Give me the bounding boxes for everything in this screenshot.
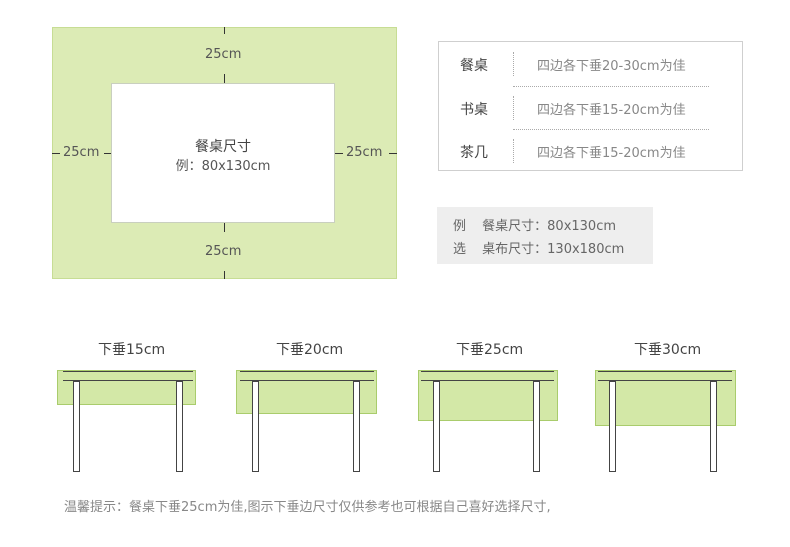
table-size-example: 例：80x130cm xyxy=(175,159,271,174)
table-size-title: 餐桌尺寸 xyxy=(195,139,251,155)
example-box: 例 餐桌尺寸：80x130cm 选 桌布尺寸：130x180cm xyxy=(437,207,653,264)
table-top-edge xyxy=(240,371,374,372)
table-title: 下垂30cm xyxy=(634,342,702,358)
info-row: 书桌 四边各下垂15-20cm为佳 xyxy=(439,86,742,129)
example-key: 选 xyxy=(453,242,467,257)
table-top-edge xyxy=(240,380,374,381)
left-tick-inner xyxy=(104,153,111,154)
example-text: 桌布尺寸：130x180cm xyxy=(482,242,625,257)
table-leg xyxy=(433,381,440,472)
tablecloth-size-diagram: 25cm 25cm 25cm 25cm 餐桌尺寸 例：80x130cm xyxy=(0,0,420,300)
divider xyxy=(513,96,514,120)
info-row-value: 四边各下垂15-20cm为佳 xyxy=(537,103,686,118)
table-leg xyxy=(73,381,80,472)
example-key: 例 xyxy=(453,219,467,234)
table-top-edge xyxy=(63,380,193,381)
table-leg xyxy=(176,381,183,472)
table-top-edge xyxy=(598,371,732,372)
table-top-edge xyxy=(598,380,732,381)
info-row-label: 书桌 xyxy=(460,102,488,118)
info-row: 餐桌 四边各下垂20-30cm为佳 xyxy=(439,42,742,85)
bottom-tick-upper xyxy=(224,223,225,232)
top-dimension: 25cm xyxy=(205,47,242,62)
right-dimension: 25cm xyxy=(346,145,383,160)
top-tick-lower xyxy=(224,74,225,83)
table-leg xyxy=(533,381,540,472)
info-row-value: 四边各下垂20-30cm为佳 xyxy=(537,59,686,74)
table-leg xyxy=(710,381,717,472)
tip-text: 温馨提示：餐桌下垂25cm为佳,图示下垂边尺寸仅供参考也可根据自己喜好选择尺寸, xyxy=(64,500,551,515)
example-text: 餐桌尺寸：80x130cm xyxy=(482,219,617,234)
divider xyxy=(513,139,514,163)
table-top-edge xyxy=(421,380,554,381)
divider xyxy=(513,86,709,87)
table-top-edge xyxy=(63,371,193,372)
bottom-tick-lower xyxy=(224,271,225,279)
table-top-area xyxy=(111,83,335,223)
info-row-label: 餐桌 xyxy=(460,58,488,74)
table-title: 下垂15cm xyxy=(98,342,166,358)
divider xyxy=(513,52,514,76)
divider xyxy=(513,129,709,130)
right-tick-outer xyxy=(389,153,397,154)
left-dimension: 25cm xyxy=(63,145,100,160)
info-row-label: 茶几 xyxy=(460,145,488,161)
top-tick-upper xyxy=(224,27,225,34)
bottom-dimension: 25cm xyxy=(205,244,242,259)
info-row-value: 四边各下垂15-20cm为佳 xyxy=(537,146,686,161)
table-leg xyxy=(252,381,259,472)
table-top-edge xyxy=(421,371,554,372)
table-title: 下垂25cm xyxy=(456,342,524,358)
drop-recommendation-table: 餐桌 四边各下垂20-30cm为佳 书桌 四边各下垂15-20cm为佳 茶几 四… xyxy=(438,41,743,171)
tablecloth xyxy=(57,370,196,405)
example-line-1: 例 餐桌尺寸：80x130cm xyxy=(453,215,616,234)
table-title: 下垂20cm xyxy=(276,342,344,358)
table-leg xyxy=(609,381,616,472)
left-tick-outer xyxy=(52,153,60,154)
example-line-2: 选 桌布尺寸：130x180cm xyxy=(453,238,624,257)
right-tick-inner xyxy=(335,153,343,154)
table-leg xyxy=(353,381,360,472)
info-row: 茶几 四边各下垂15-20cm为佳 xyxy=(439,129,742,172)
